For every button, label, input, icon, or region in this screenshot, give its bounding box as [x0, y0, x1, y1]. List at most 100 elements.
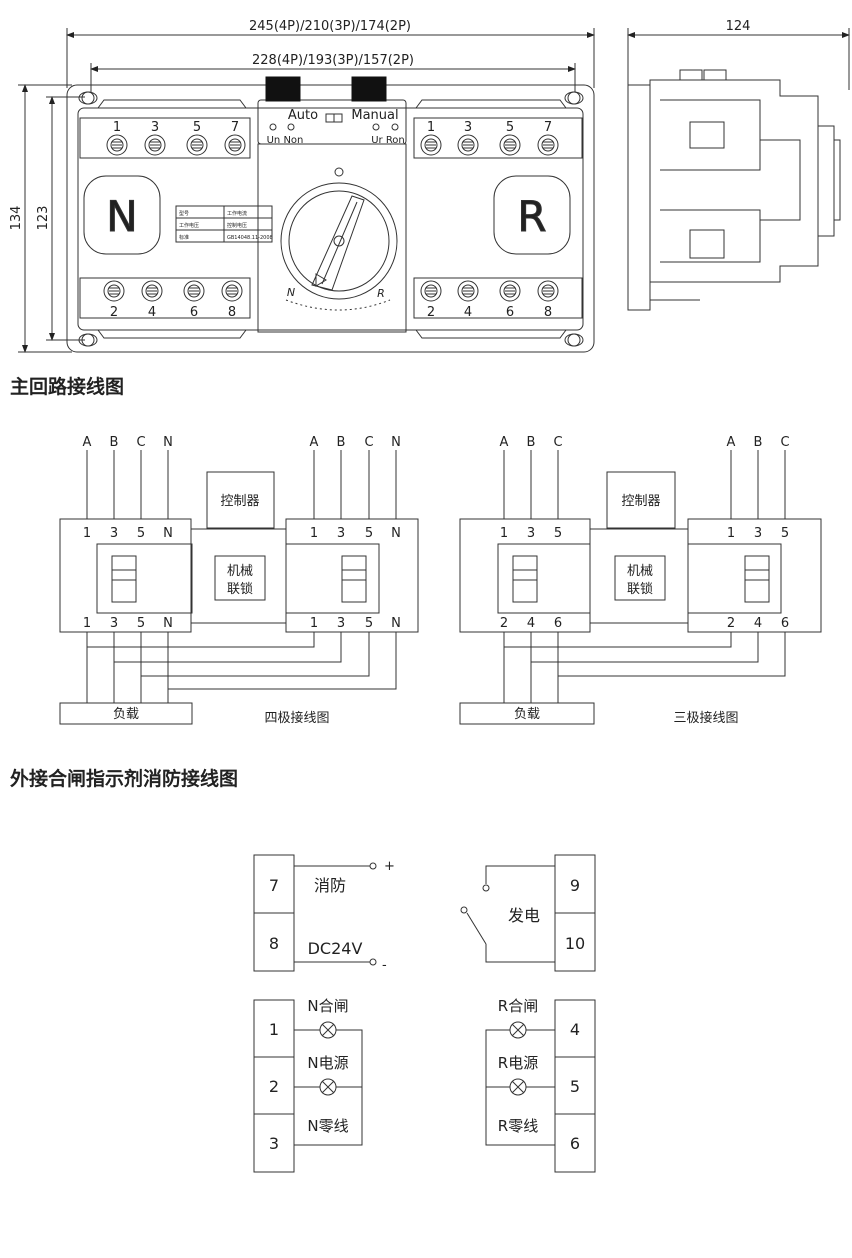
- fire-minus: -: [382, 958, 387, 973]
- terminal-bottom-n-4-screw: [141, 280, 163, 302]
- terminal-bottom-r-4-screw-head: [461, 284, 475, 298]
- svg-text:N: N: [163, 616, 173, 631]
- lamp-r-power-icon: [509, 1078, 527, 1096]
- svg-text:4: 4: [570, 1020, 580, 1039]
- terminal-bottom-n-4-label: 4: [148, 305, 156, 320]
- terminal-bottom-n-6-label: 6: [190, 305, 198, 320]
- svg-text:工作电压: 工作电压: [179, 222, 199, 229]
- caption-3p: 三极接线图: [673, 710, 738, 726]
- terminal-top-r-3-label: 3: [464, 120, 472, 135]
- terminal-top-n-3-screw-head: [148, 138, 162, 152]
- terminal-bottom-r-8-screw: [537, 280, 559, 302]
- svg-text:4: 4: [527, 616, 535, 631]
- svg-text:8: 8: [269, 934, 279, 953]
- svg-text:标准: 标准: [179, 234, 189, 241]
- terminal-top-n-3-label: 3: [151, 120, 159, 135]
- n-symbol: N: [106, 192, 137, 241]
- main-circuit-title: 主回路接线图: [10, 376, 125, 398]
- svg-text:N零线: N零线: [307, 1117, 348, 1135]
- terminal-bottom-r-8-screw-head: [541, 284, 555, 298]
- terminal-top-n-5-screw: [186, 134, 208, 156]
- svg-text:型号: 型号: [179, 210, 189, 217]
- svg-text:5: 5: [137, 616, 145, 631]
- terminal-top-r-3-screw: [457, 134, 479, 156]
- svg-text:6: 6: [570, 1134, 580, 1153]
- svg-text:3: 3: [527, 526, 535, 541]
- terminal-bottom-n-6-screw-head: [187, 284, 201, 298]
- svg-text:控制电压: 控制电压: [227, 222, 247, 229]
- svg-text:R合闸: R合闸: [498, 997, 538, 1015]
- svg-text:2: 2: [269, 1077, 279, 1096]
- svg-text:R零线: R零线: [498, 1117, 538, 1135]
- svg-text:N电源: N电源: [307, 1054, 348, 1072]
- terminal-bottom-n-2-screw-head: [107, 284, 121, 298]
- svg-text:A: A: [310, 435, 319, 450]
- terminal-bottom-r-4-label: 4: [464, 305, 472, 320]
- svg-text:C: C: [780, 435, 789, 450]
- dim-mounting-width: 228(4P)/193(3P)/157(2P): [252, 53, 414, 68]
- svg-text:3: 3: [337, 616, 345, 631]
- lamp-r-close-icon: [509, 1021, 527, 1039]
- svg-text:联锁: 联锁: [227, 581, 253, 597]
- caption-4p: 四极接线图: [264, 710, 329, 726]
- front-view: [18, 28, 595, 353]
- svg-text:3: 3: [337, 526, 345, 541]
- terminal-top-r-7-screw: [537, 134, 559, 156]
- lamp-n-close-icon: [319, 1021, 337, 1039]
- svg-text:GB14048.11-2008: GB14048.11-2008: [227, 235, 273, 241]
- svg-text:N: N: [163, 526, 173, 541]
- terminal-top-n-5-label: 5: [193, 120, 201, 135]
- terminal-bottom-r-6-screw-head: [503, 284, 517, 298]
- terminal-top-r-5-screw-head: [503, 138, 517, 152]
- svg-text:3: 3: [269, 1134, 279, 1153]
- terminal-top-n-7-screw: [224, 134, 246, 156]
- svg-text:5: 5: [554, 526, 562, 541]
- terminal-bottom-r-8-label: 8: [544, 305, 552, 320]
- svg-text:机械: 机械: [627, 564, 653, 579]
- dim-side-width: 124: [726, 19, 751, 34]
- svg-text:N: N: [391, 616, 401, 631]
- svg-text:B: B: [337, 435, 346, 450]
- terminal-top-n-1-label: 1: [113, 120, 121, 135]
- svg-text:10: 10: [565, 934, 585, 953]
- svg-text:B: B: [527, 435, 536, 450]
- terminal-top-r-1-label: 1: [427, 120, 435, 135]
- terminal-top-r-5-label: 5: [506, 120, 514, 135]
- svg-text:R电源: R电源: [498, 1054, 538, 1072]
- side-view: [627, 28, 850, 311]
- svg-text:N: N: [391, 435, 401, 450]
- svg-text:1: 1: [727, 526, 735, 541]
- svg-text:1: 1: [500, 526, 508, 541]
- lamp-n-power-icon: [319, 1078, 337, 1096]
- svg-text:B: B: [754, 435, 763, 450]
- svg-text:工作电流: 工作电流: [227, 210, 247, 217]
- terminal-top-r-1-screw-head: [424, 138, 438, 152]
- labels: 245(4P)/210(3P)/174(2P) 228(4P)/193(3P)/…: [9, 19, 790, 1153]
- terminal-bottom-n-8-label: 8: [228, 305, 236, 320]
- svg-text:2: 2: [727, 616, 735, 631]
- mode-auto: Auto: [288, 108, 318, 123]
- terminal-top-r-5-screw: [499, 134, 521, 156]
- terminal-bottom-n-2-label: 2: [110, 305, 118, 320]
- svg-text:C: C: [136, 435, 145, 450]
- indicator-left: Un Non: [267, 135, 304, 146]
- indicator-right: Ur Ron: [371, 135, 405, 146]
- svg-text:1: 1: [83, 616, 91, 631]
- rotary-handle: [280, 182, 398, 300]
- terminal-top-r-3-screw-head: [461, 138, 475, 152]
- svg-text:1: 1: [310, 526, 318, 541]
- svg-text:1: 1: [269, 1020, 279, 1039]
- terminal-bottom-r-6-label: 6: [506, 305, 514, 320]
- handle-r: R: [377, 287, 385, 300]
- svg-text:1: 1: [83, 526, 91, 541]
- terminal-top-n-1-screw-head: [110, 138, 124, 152]
- svg-text:3: 3: [110, 616, 118, 631]
- svg-text:5: 5: [570, 1077, 580, 1096]
- dim-overall-width: 245(4P)/210(3P)/174(2P): [249, 19, 411, 34]
- svg-text:3: 3: [110, 526, 118, 541]
- svg-text:A: A: [727, 435, 736, 450]
- fire-label: 消防: [314, 876, 346, 895]
- svg-text:6: 6: [781, 616, 789, 631]
- terminal-bottom-n-2-screw: [103, 280, 125, 302]
